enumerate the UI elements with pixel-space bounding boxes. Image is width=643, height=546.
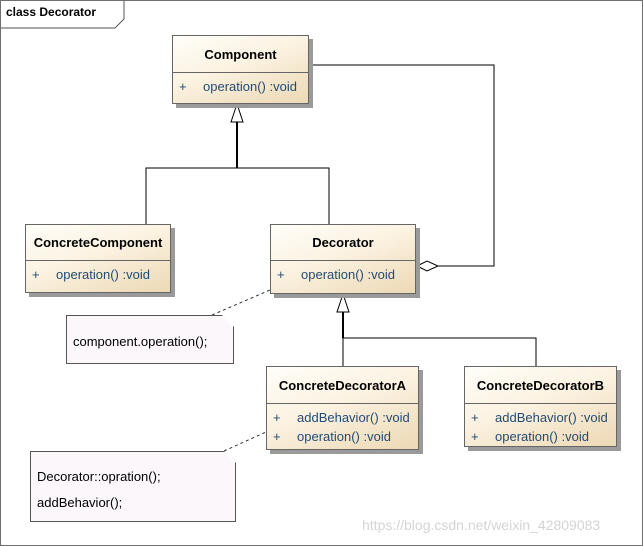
visibility-public: + bbox=[471, 410, 479, 425]
class-component[interactable]: Component + operation() :void bbox=[172, 35, 309, 104]
aggregation-line bbox=[309, 64, 495, 267]
generalization-arrowhead-component bbox=[230, 102, 244, 123]
class-name: Decorator bbox=[271, 225, 415, 261]
operation-row: + addBehavior() :void bbox=[267, 408, 418, 427]
operation-signature: operation() :void bbox=[495, 429, 589, 444]
note-decorator-operation[interactable]: Decorator::opration(); addBehavior(); bbox=[30, 451, 236, 522]
note-anchor-decorator bbox=[211, 289, 271, 316]
operation-row: + operation() :void bbox=[26, 265, 170, 284]
visibility-public: + bbox=[32, 267, 40, 282]
generalization-line-decorator bbox=[342, 312, 537, 366]
class-concrete-decorator-a[interactable]: ConcreteDecoratorA +addBehavior() :void … bbox=[266, 366, 419, 450]
note-line: component.operation(); bbox=[73, 334, 208, 349]
class-name: ConcreteDecoratorA bbox=[267, 367, 418, 404]
operation-signature: operation() :void bbox=[301, 267, 395, 282]
frame-title: class Decorator bbox=[6, 5, 97, 19]
visibility-public: + bbox=[273, 410, 281, 425]
operation-signature: operation() :void bbox=[297, 429, 391, 444]
operation-row: + addBehavior() :void bbox=[465, 408, 616, 427]
aggregation-diamond bbox=[415, 260, 440, 272]
note-component-operation[interactable]: component.operation(); bbox=[66, 315, 234, 364]
class-concrete-decorator-b[interactable]: ConcreteDecoratorB +addBehavior() :void … bbox=[464, 366, 617, 447]
visibility-public: + bbox=[471, 429, 479, 444]
operation-signature: addBehavior() :void bbox=[495, 410, 608, 425]
operation-row: + operation() :void bbox=[173, 77, 308, 96]
operation-signature: operation() :void bbox=[56, 267, 150, 282]
class-name: ConcreteDecoratorB bbox=[465, 367, 616, 404]
note-line: addBehavior(); bbox=[37, 495, 123, 510]
visibility-public: + bbox=[273, 429, 281, 444]
watermark: https://blog.csdn.net/weixin_42809083 bbox=[362, 517, 601, 533]
visibility-public: + bbox=[179, 79, 187, 94]
class-decorator[interactable]: Decorator + operation() :void bbox=[270, 224, 416, 294]
generalization-arrowhead-decorator bbox=[336, 292, 350, 313]
operation-signature: operation() :void bbox=[203, 79, 297, 94]
operation-row: + operation() :void bbox=[465, 427, 616, 446]
visibility-public: + bbox=[277, 267, 285, 282]
class-name: Component bbox=[173, 36, 308, 73]
class-concrete-component[interactable]: ConcreteComponent + operation() :void bbox=[25, 224, 171, 293]
operation-row: + operation() :void bbox=[271, 265, 415, 284]
class-name: ConcreteComponent bbox=[26, 225, 170, 261]
operation-signature: addBehavior() :void bbox=[297, 410, 410, 425]
frame-title-tab bbox=[1, 1, 125, 29]
operation-row: + operation() :void bbox=[267, 427, 418, 446]
note-anchor-concrete-a bbox=[223, 431, 267, 452]
note-line: Decorator::opration(); bbox=[37, 469, 161, 484]
